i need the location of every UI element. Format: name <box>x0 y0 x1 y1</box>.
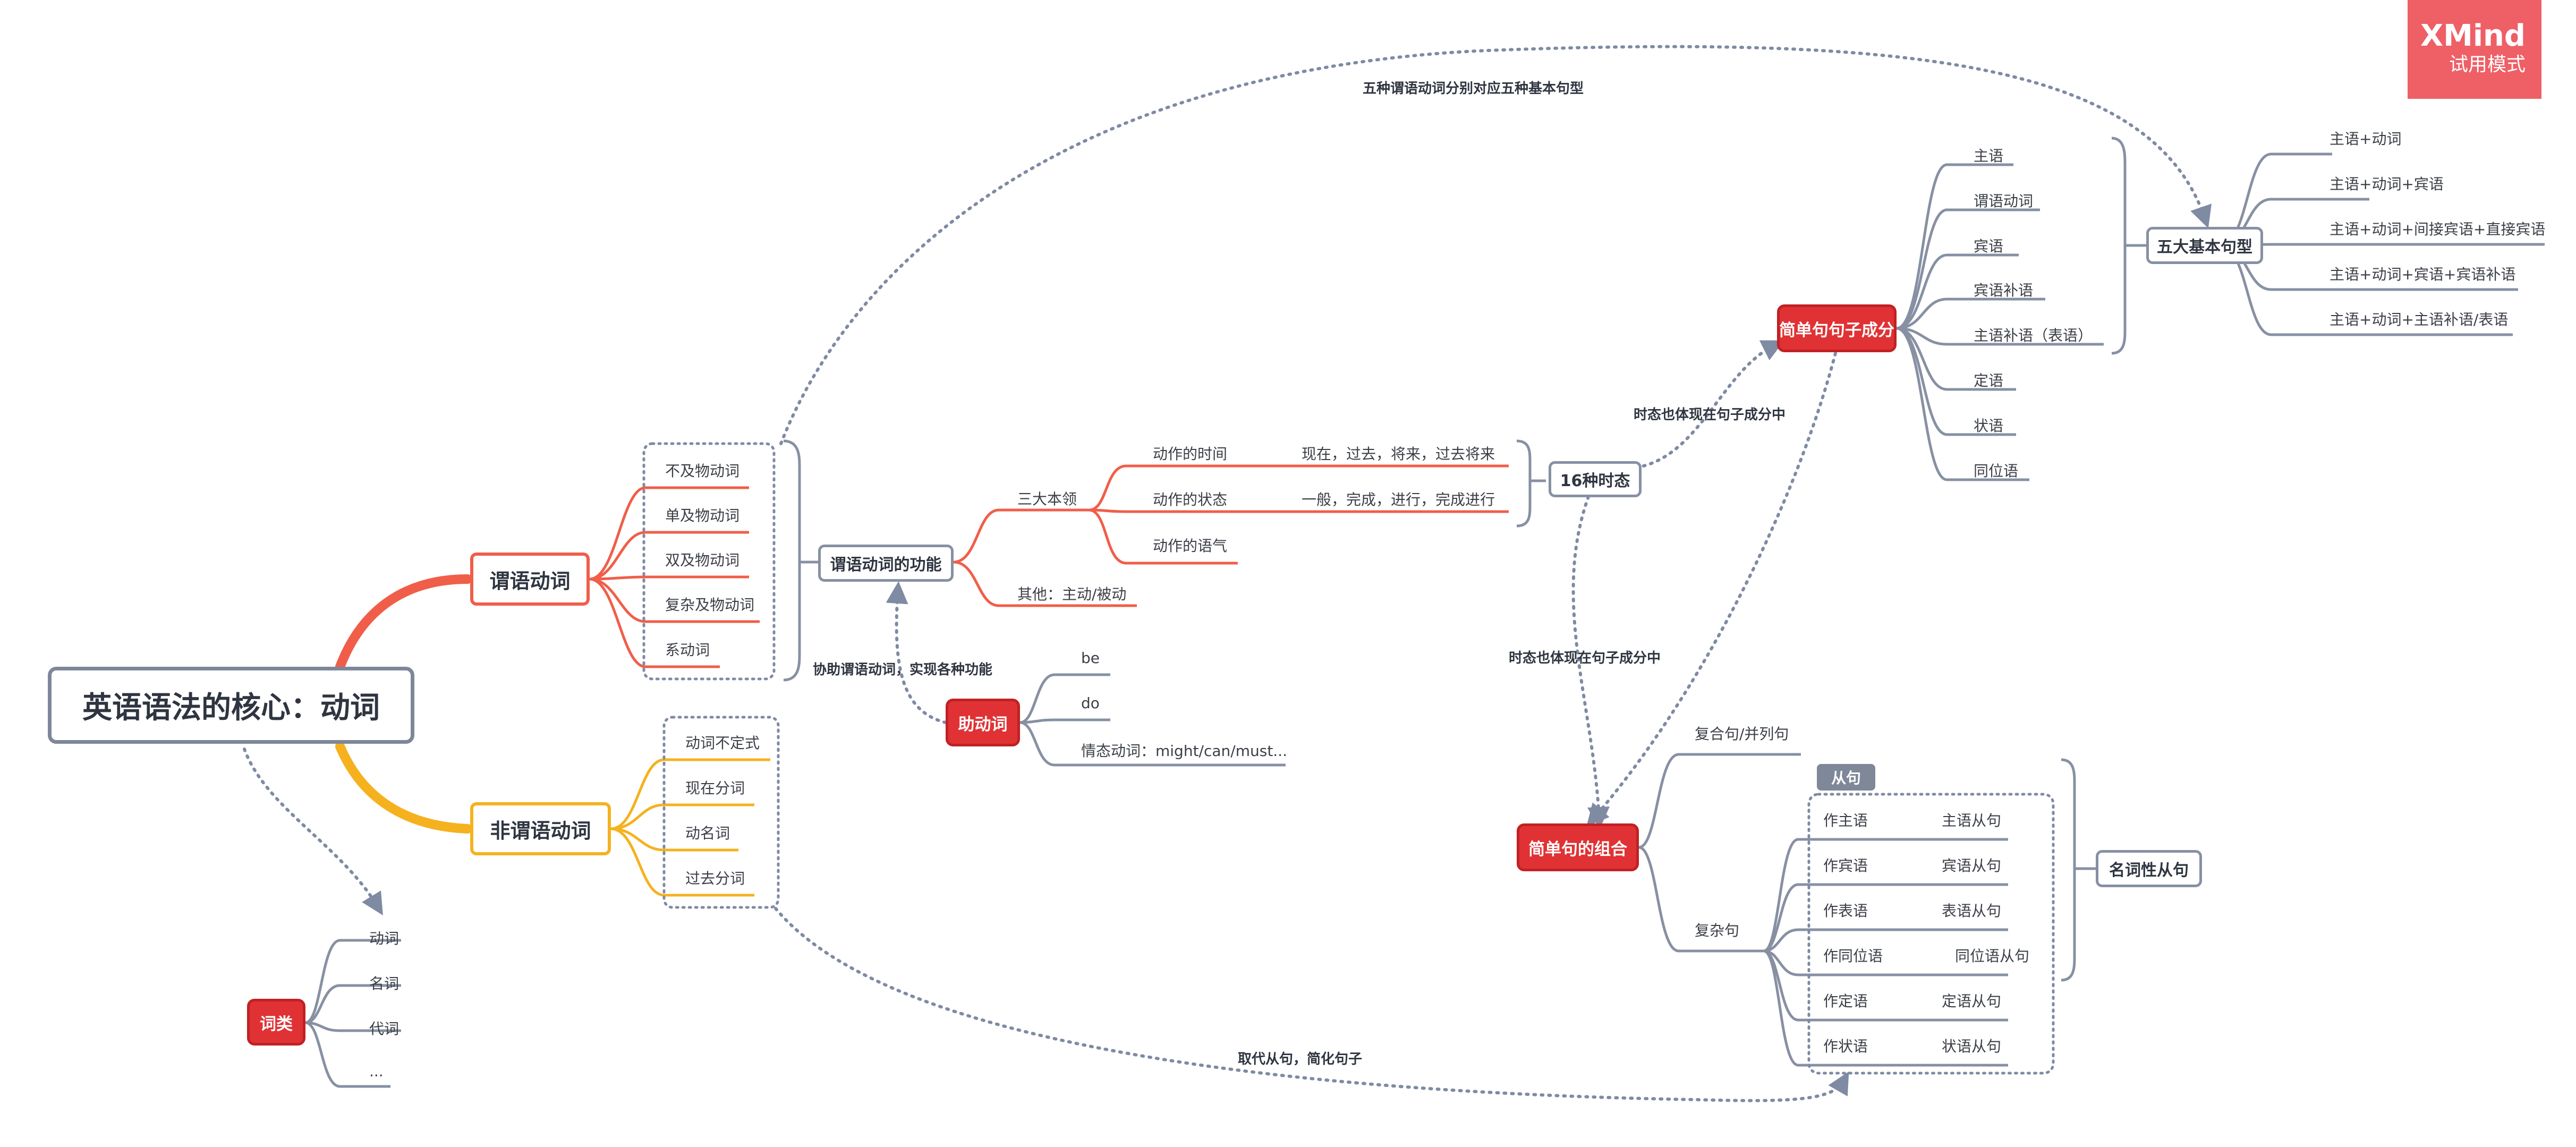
active-passive-label[interactable]: 其他：主动/被动 <box>1017 585 1127 603</box>
clause-role-1[interactable]: 作主语 <box>1823 812 1868 829</box>
non-predicate-item-3[interactable]: 动名词 <box>685 825 730 842</box>
component-item-7[interactable]: 状语 <box>1974 417 2004 435</box>
clause-role-3[interactable]: 作表语 <box>1823 902 1868 920</box>
non-predicate-group-box <box>662 716 780 909</box>
relation-five-verbs <box>779 45 2212 445</box>
component-item-3[interactable]: 宾语 <box>1974 237 2004 255</box>
branch-line-predicate <box>335 574 472 672</box>
component-item-6[interactable]: 定语 <box>1974 372 2004 389</box>
sentence-components-node[interactable]: 简单句句子成分 <box>1777 304 1897 352</box>
central-topic[interactable]: 英语语法的核心：动词 <box>48 667 414 744</box>
word-class-item-4[interactable]: ... <box>369 1063 384 1080</box>
predicate-item-4[interactable]: 复杂及物动词 <box>665 596 755 614</box>
compound-sentence-label[interactable]: 复合句/并列句 <box>1695 725 1789 743</box>
pattern-item-5[interactable]: 主语+动词+主语补语/表语 <box>2330 311 2509 328</box>
predicate-item-1[interactable]: 不及物动词 <box>665 462 740 480</box>
pattern-item-1[interactable]: 主语+动词 <box>2330 130 2402 148</box>
xmind-trial-badge: XMind 试用模式 <box>2408 0 2541 99</box>
component-item-8[interactable]: 同位语 <box>1974 462 2019 480</box>
pattern-item-3[interactable]: 主语+动词+间接宾语+直接宾语 <box>2330 220 2546 238</box>
predicate-item-2[interactable]: 单及物动词 <box>665 507 740 524</box>
auxiliary-verb-node[interactable]: 助动词 <box>946 699 1020 746</box>
verb-function-node[interactable]: 谓语动词的功能 <box>818 545 954 582</box>
action-time-label[interactable]: 动作的时间 <box>1153 445 1228 463</box>
brand-name: XMind <box>2420 19 2526 53</box>
relation-label-tense-combination[interactable]: 时态也体现在句子成分中 <box>1509 650 1661 666</box>
non-predicate-verb-node[interactable]: 非谓语动词 <box>470 802 611 855</box>
component-item-4[interactable]: 宾语补语 <box>1974 282 2034 299</box>
clause-role-4[interactable]: 作同位语 <box>1823 947 1883 965</box>
clause-tag: 从句 <box>1817 764 1875 791</box>
predicate-item-5[interactable]: 系动词 <box>665 641 710 659</box>
trial-mode-label: 试用模式 <box>2449 54 2526 75</box>
relation-replace-clause <box>774 907 1849 1102</box>
clause-name-2[interactable]: 宾语从句 <box>1942 857 2002 874</box>
action-time-values[interactable]: 现在，过去，将来，过去将来 <box>1302 445 1495 463</box>
relation-assist <box>886 581 947 724</box>
non-predicate-item-1[interactable]: 动词不定式 <box>685 734 760 752</box>
complex-sentence-label[interactable]: 复杂句 <box>1695 922 1740 939</box>
three-abilities-label[interactable]: 三大本领 <box>1017 490 1077 508</box>
relation-components-combination <box>1586 352 1837 827</box>
relation-tense-components <box>1635 340 1784 469</box>
word-class-item-3[interactable]: 代词 <box>369 1020 399 1038</box>
nominal-clause-node[interactable]: 名词性从句 <box>2096 850 2202 887</box>
relation-word-class <box>243 747 383 915</box>
five-patterns-node[interactable]: 五大基本句型 <box>2146 227 2263 264</box>
non-predicate-item-2[interactable]: 现在分词 <box>685 779 745 797</box>
relation-label-assist[interactable]: 协助谓语动词，实现各种功能 <box>813 662 993 678</box>
predicate-group-box <box>642 442 776 681</box>
action-state-values[interactable]: 一般，完成，进行，完成进行 <box>1302 491 1495 508</box>
auxiliary-item-be[interactable]: be <box>1081 649 1100 667</box>
action-state-label[interactable]: 动作的状态 <box>1153 491 1228 508</box>
pattern-item-4[interactable]: 主语+动词+宾语+宾语补语 <box>2330 266 2516 283</box>
auxiliary-item-do[interactable]: do <box>1081 694 1100 712</box>
predicate-verb-node[interactable]: 谓语动词 <box>470 553 590 606</box>
component-item-1[interactable]: 主语 <box>1974 147 2004 165</box>
clause-name-6[interactable]: 状语从句 <box>1942 1038 2002 1055</box>
clause-name-1[interactable]: 主语从句 <box>1942 812 2002 829</box>
component-item-5[interactable]: 主语补语（表语） <box>1974 327 2093 344</box>
relation-tense-combination <box>1571 495 1610 829</box>
non-predicate-item-4[interactable]: 过去分词 <box>685 870 745 887</box>
clause-name-4[interactable]: 同位语从句 <box>1955 947 2030 965</box>
word-class-node[interactable]: 词类 <box>247 999 305 1046</box>
component-item-2[interactable]: 谓语动词 <box>1974 192 2034 210</box>
clause-name-5[interactable]: 定语从句 <box>1942 992 2002 1010</box>
predicate-item-3[interactable]: 双及物动词 <box>665 551 740 569</box>
action-mood-label[interactable]: 动作的语气 <box>1153 537 1228 555</box>
sixteen-tenses-node[interactable]: 16种时态 <box>1549 461 1642 497</box>
clause-role-2[interactable]: 作宾语 <box>1823 857 1868 874</box>
relation-label-five-verbs[interactable]: 五种谓语动词分别对应五种基本句型 <box>1363 81 1584 97</box>
clause-group-box <box>1807 793 2055 1075</box>
word-class-item-1[interactable]: 动词 <box>369 930 399 947</box>
branch-line-non-predicate <box>335 742 472 834</box>
clause-name-3[interactable]: 表语从句 <box>1942 902 2002 920</box>
relation-label-tense-components[interactable]: 时态也体现在句子成分中 <box>1634 407 1786 423</box>
sentence-combination-node[interactable]: 简单句的组合 <box>1517 823 1639 871</box>
relation-label-replace-clause[interactable]: 取代从句，简化句子 <box>1238 1051 1363 1067</box>
clause-role-5[interactable]: 作定语 <box>1823 992 1868 1010</box>
clause-role-6[interactable]: 作状语 <box>1823 1038 1868 1055</box>
pattern-item-2[interactable]: 主语+动词+宾语 <box>2330 175 2444 193</box>
word-class-item-2[interactable]: 名词 <box>369 975 399 992</box>
auxiliary-item-modal[interactable]: 情态动词：might/can/must... <box>1081 742 1288 760</box>
